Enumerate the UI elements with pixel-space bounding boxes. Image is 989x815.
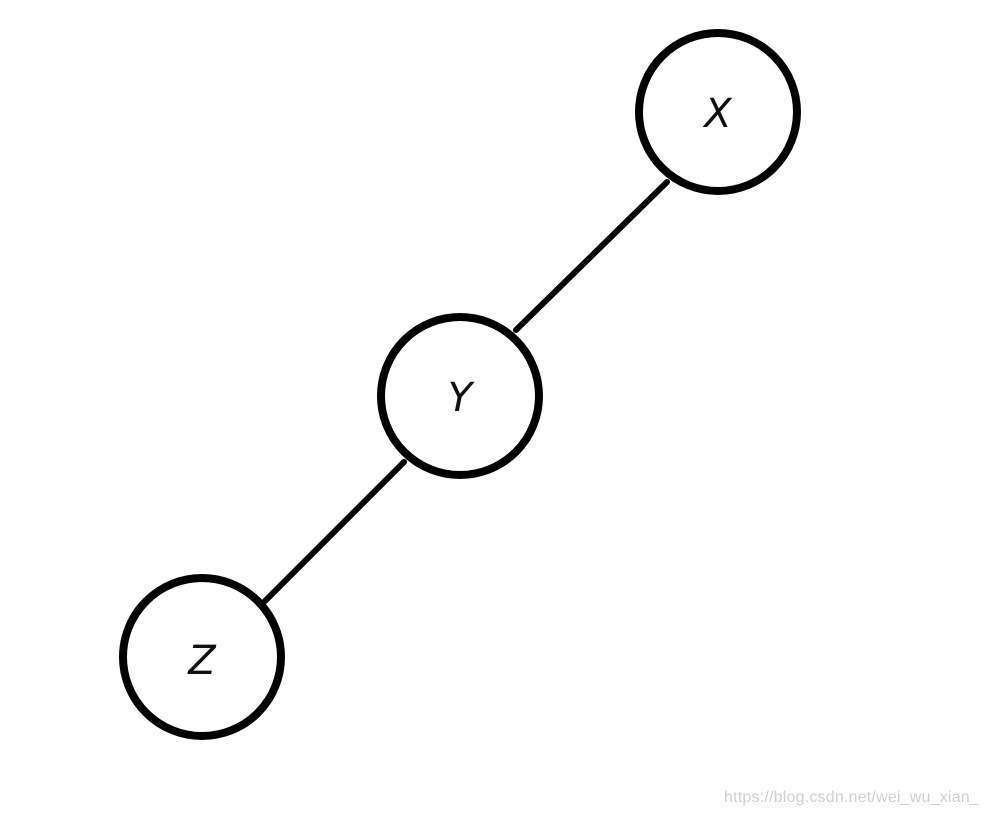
edge-x-y <box>513 179 670 333</box>
node-y: Y <box>377 313 543 479</box>
node-x: X <box>635 29 801 195</box>
node-z: Z <box>119 574 285 740</box>
edge-y-z <box>262 459 407 604</box>
node-x-circle <box>635 29 801 195</box>
watermark-text: https://blog.csdn.net/wei_wu_xian_ <box>724 789 979 806</box>
node-x-label: X <box>702 91 733 137</box>
node-z-label: Z <box>187 638 217 684</box>
node-z-circle <box>119 574 285 740</box>
node-y-circle <box>377 313 543 479</box>
node-y-label: Y <box>448 375 476 421</box>
